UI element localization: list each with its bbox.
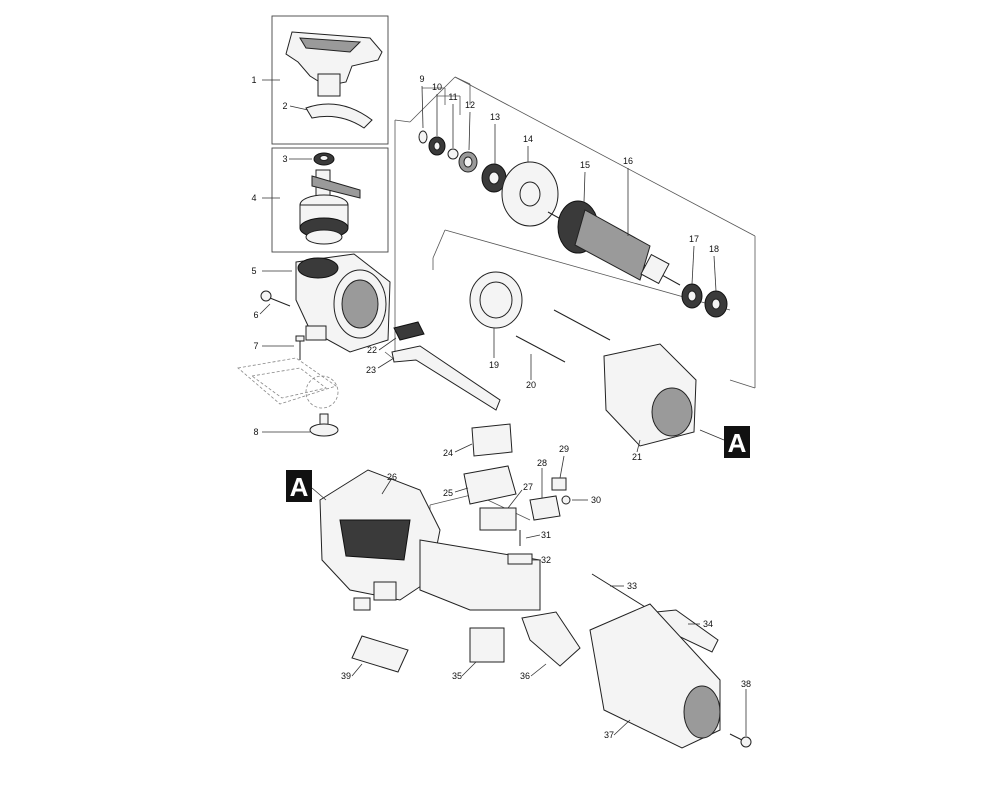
part-label-32: 32	[541, 555, 551, 565]
part-label-1: 1	[251, 75, 256, 85]
part-20-shape	[515, 309, 611, 363]
part-label-26: 26	[387, 472, 397, 482]
part-9-shape	[418, 130, 428, 144]
part-29-shape	[551, 477, 567, 491]
part-10-shape	[428, 136, 446, 156]
part-label-3: 3	[282, 154, 287, 164]
part-label-28: 28	[537, 458, 547, 468]
part-label-36: 36	[520, 671, 530, 681]
part-label-2: 2	[282, 101, 287, 111]
part-30-shape	[561, 495, 571, 505]
part-label-35: 35	[452, 671, 462, 681]
section-marker-a-right-label: A	[728, 428, 747, 458]
part-label-25: 25	[443, 488, 453, 498]
part-36-shape	[521, 611, 581, 667]
part-label-22: 22	[367, 345, 377, 355]
part-38-shape	[729, 733, 752, 748]
leader-lines	[259, 79, 747, 736]
part-label-20: 20	[526, 380, 536, 390]
part-21-shape	[603, 343, 697, 447]
part-label-11: 11	[448, 92, 457, 102]
part-4-shape	[299, 169, 361, 245]
part-7-shape	[295, 335, 305, 360]
part-label-33: 33	[627, 581, 637, 591]
accessory-dashed-outline	[237, 357, 339, 409]
part-25-shape	[463, 465, 517, 505]
part-32-shape	[507, 553, 533, 565]
part-33-shape	[591, 573, 651, 611]
part-6-shape	[260, 290, 291, 307]
part-23-shape	[391, 345, 501, 411]
part-24-shape	[471, 423, 513, 457]
part-label-21: 21	[632, 452, 642, 462]
part-label-27: 27	[523, 482, 533, 492]
section-marker-a-right: A	[699, 426, 750, 458]
part-label-39: 39	[341, 671, 351, 681]
part-label-7: 7	[253, 341, 258, 351]
armature-group-bracket	[384, 76, 756, 389]
left-brush-holder-shape	[353, 581, 397, 611]
part-18-shape	[704, 290, 728, 318]
part-16-shape	[547, 200, 681, 286]
part-35-shape	[469, 627, 505, 663]
part-label-12: 12	[465, 100, 475, 110]
part-3-shape	[313, 152, 335, 166]
part-label-4: 4	[251, 193, 256, 203]
part-label-23: 23	[366, 365, 376, 375]
part-2-shape	[305, 103, 373, 129]
part-label-30: 30	[591, 495, 601, 505]
part-19-shape	[469, 271, 523, 329]
part-labels: 1 2 3 4 5 6 7 8 9 10 11 12 13 14 15 16 1…	[251, 74, 751, 740]
part-label-16: 16	[623, 156, 633, 166]
part-label-10: 10	[432, 82, 442, 92]
part-label-31: 31	[541, 530, 551, 540]
part-label-9: 9	[419, 74, 424, 84]
part-28-shape	[529, 495, 561, 521]
part-17-shape	[681, 283, 703, 309]
part-label-37: 37	[604, 730, 614, 740]
part-39-shape	[351, 635, 409, 673]
part-12-shape	[458, 151, 478, 173]
part-label-29: 29	[559, 444, 569, 454]
part-label-18: 18	[709, 244, 719, 254]
part-1-shape	[285, 31, 383, 97]
part-label-24: 24	[443, 448, 453, 458]
part-5-shape	[295, 253, 391, 353]
part-37-shape	[589, 603, 721, 749]
part-label-8: 8	[253, 427, 258, 437]
section-marker-a-left-label: A	[290, 472, 309, 502]
part-11-shape	[447, 148, 459, 160]
part-label-15: 15	[580, 160, 590, 170]
group-box-spindle	[271, 147, 389, 253]
part-label-19: 19	[489, 360, 499, 370]
section-marker-a-left: A	[286, 470, 327, 502]
part-8-shape	[309, 413, 339, 437]
part-label-17: 17	[689, 234, 699, 244]
part-label-38: 38	[741, 679, 751, 689]
part-label-5: 5	[251, 266, 256, 276]
part-14-shape	[501, 161, 559, 227]
part-27-shape	[479, 507, 517, 531]
part-label-6: 6	[253, 310, 258, 320]
part-label-13: 13	[490, 112, 500, 122]
part-22-shape	[393, 321, 425, 341]
part-label-34: 34	[703, 619, 713, 629]
part-label-14: 14	[523, 134, 533, 144]
